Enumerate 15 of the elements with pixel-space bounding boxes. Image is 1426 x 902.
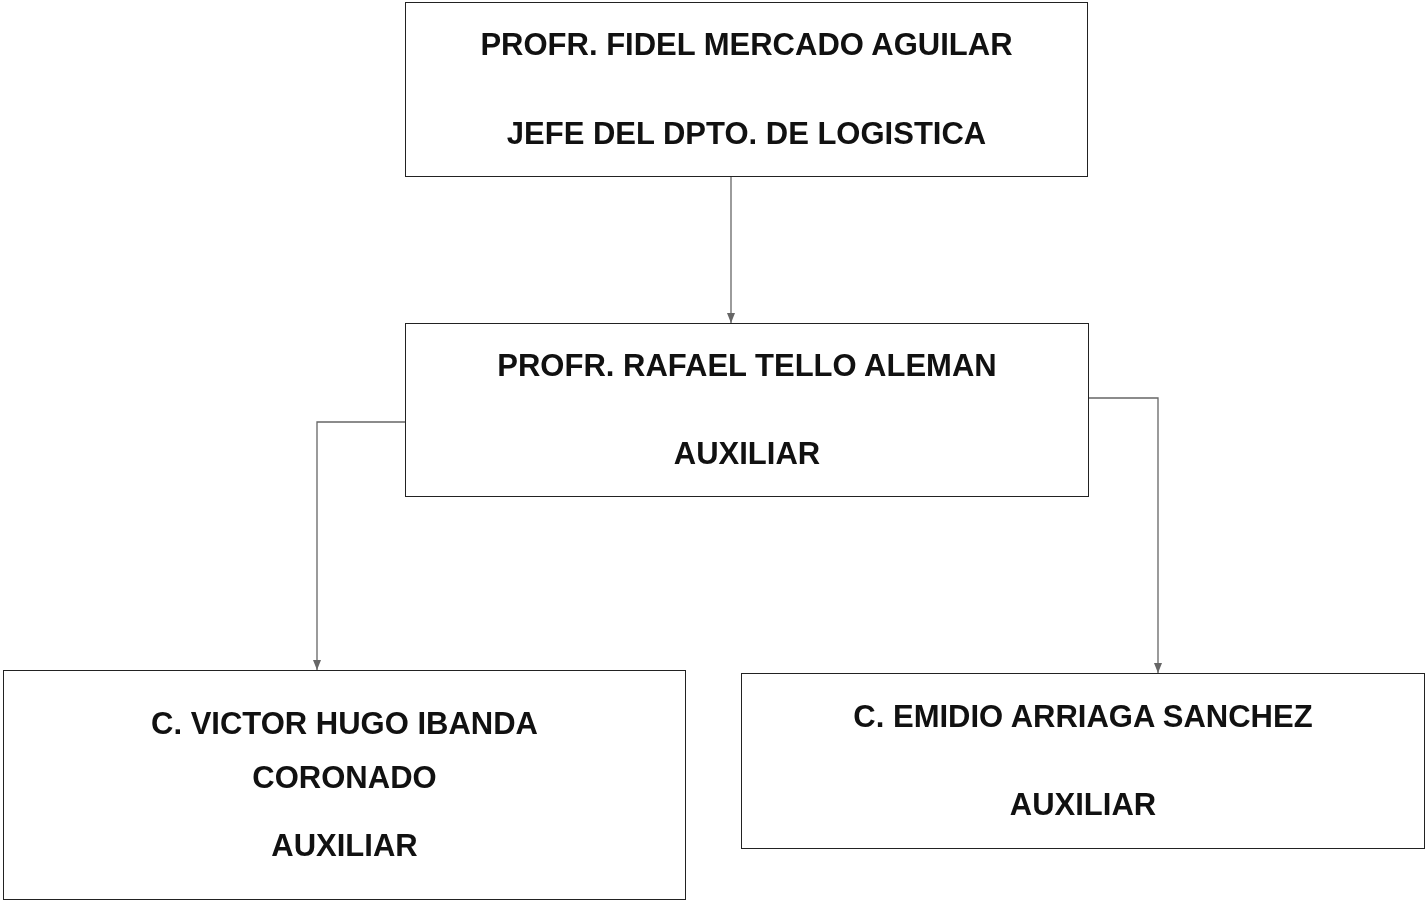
org-box <box>741 673 1425 849</box>
org-box <box>3 670 686 900</box>
arrow <box>313 421 406 671</box>
org-box <box>405 2 1088 177</box>
person-name: C. VICTOR HUGO IBANDA CORONADO <box>150 704 539 797</box>
org-box <box>405 323 1089 497</box>
person-name: PROFR. FIDEL MERCADO AGUILAR <box>480 26 1013 65</box>
person-name: C. EMIDIO ARRIAGA SANCHEZ <box>853 697 1313 736</box>
job-title: AUXILIAR <box>673 435 821 473</box>
arrow <box>1088 397 1162 674</box>
arrow <box>727 176 735 324</box>
person-name: PROFR. RAFAEL TELLO ALEMAN <box>497 346 997 385</box>
job-title: AUXILIAR <box>271 827 418 866</box>
job-title: JEFE DEL DPTO. DE LOGISTICA <box>506 114 987 153</box>
job-title: AUXILIAR <box>1009 786 1157 824</box>
